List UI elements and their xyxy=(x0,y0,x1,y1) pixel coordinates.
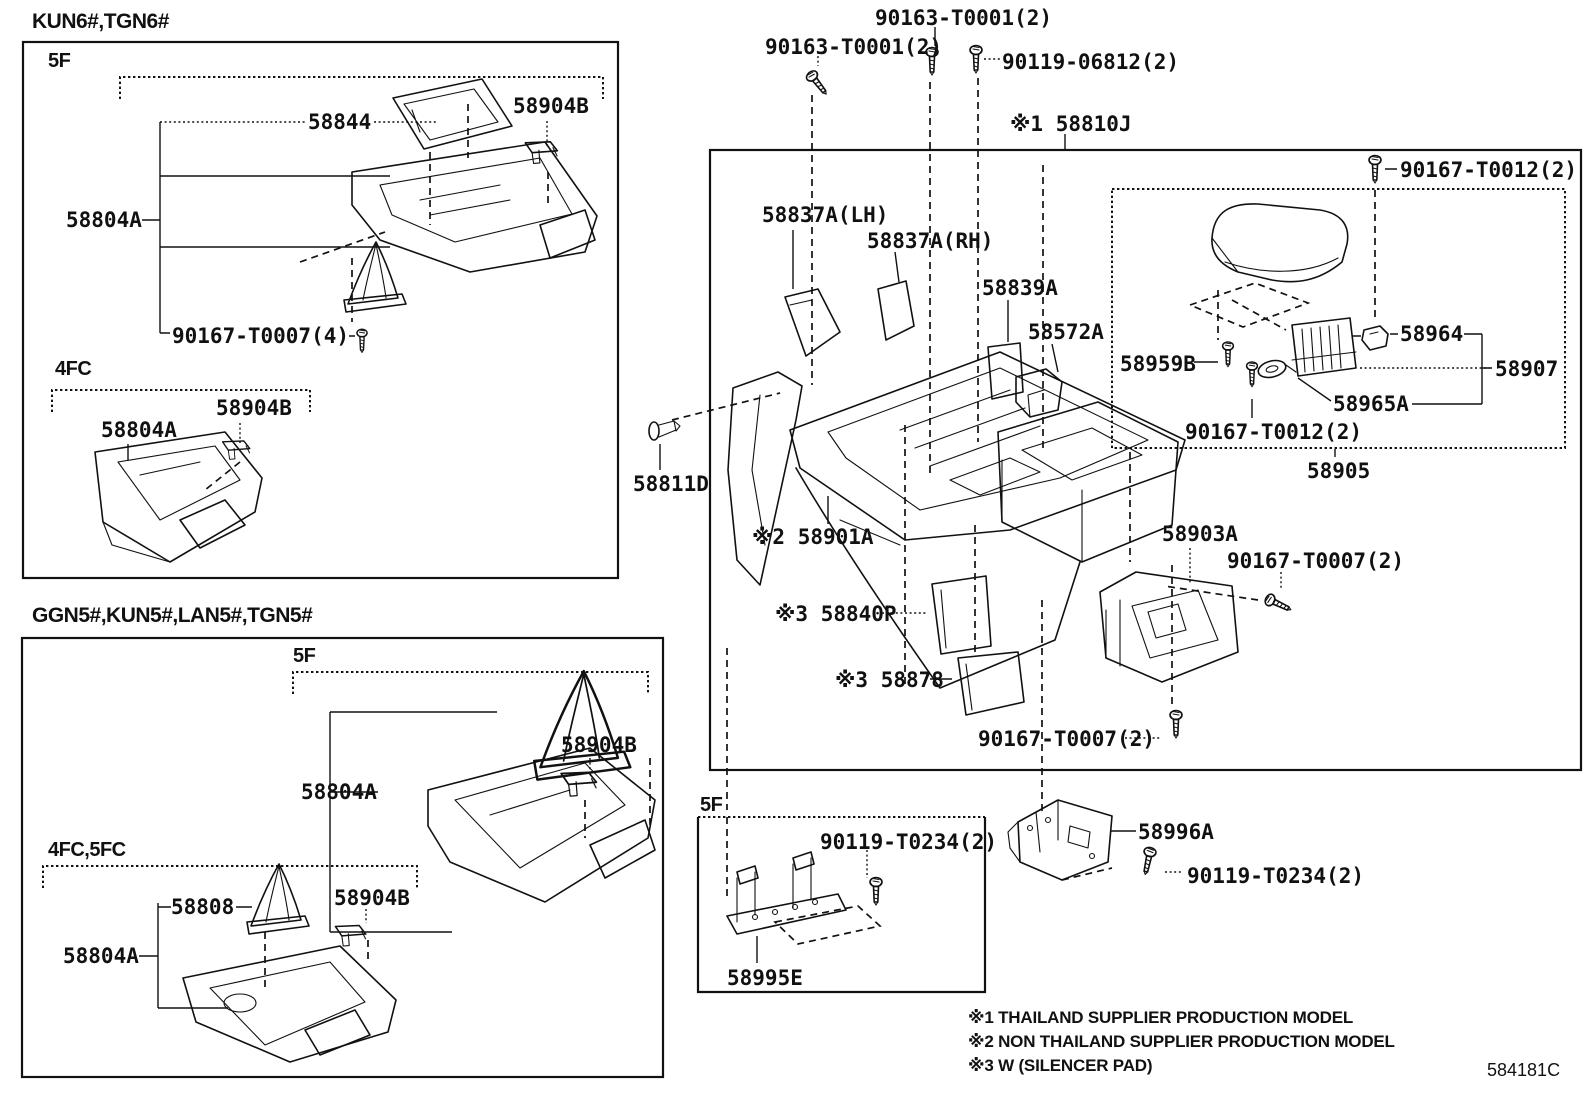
section-title-kun6: KUN6#,TGN6# xyxy=(32,10,169,33)
screw-90167-icon xyxy=(1368,154,1382,184)
dotted-leaders xyxy=(160,56,1490,923)
label-90167-t0007-4: 90167-T0007(4) xyxy=(172,324,350,348)
label-58837a-rh: 58837A(RH) xyxy=(867,229,994,253)
screw-icon xyxy=(1245,361,1259,388)
bracket-58995e-drawing xyxy=(726,851,883,945)
pad-58840p xyxy=(931,575,992,655)
armrest-cushion-58810j xyxy=(1211,203,1349,283)
label-2-58901a: ※2 58901A xyxy=(752,525,874,549)
pad-58837a-lh xyxy=(784,288,841,357)
bracket-4fc-top-left xyxy=(51,389,311,412)
clip-58904b-icon xyxy=(520,135,561,170)
pad-58878 xyxy=(957,651,1025,716)
label-90163-t0001-2: 90163-T0001(2) xyxy=(875,6,1053,30)
label-1-58810j: ※1 58810J xyxy=(1010,112,1132,136)
link-58965a xyxy=(1257,359,1297,379)
console-drawing-kun6-5f xyxy=(343,78,598,354)
label-90119-t0234-2: 90119-T0234(2) xyxy=(1187,864,1365,888)
label-58572a: 58572A xyxy=(1028,320,1104,344)
clip-58964 xyxy=(1361,325,1389,351)
screw-icon xyxy=(869,876,883,906)
dashed-lines xyxy=(204,78,1376,988)
label-90167-t0012-2: 90167-T0012(2) xyxy=(1185,420,1363,444)
label-58839a: 58839A xyxy=(982,276,1058,300)
armrest-subassembly-drawing xyxy=(1187,203,1389,388)
label-58804a: 58804A xyxy=(101,418,177,442)
lock-mechanism-58907 xyxy=(1291,317,1357,377)
pad-58839a xyxy=(987,342,1024,400)
label-58837a-lh: 58837A(LH) xyxy=(762,203,889,227)
label-58804a: 58804A xyxy=(63,944,139,968)
label-58808: 58808 xyxy=(171,895,235,919)
label-58903a: 58903A xyxy=(1162,522,1238,546)
screw-icon xyxy=(356,328,368,354)
shift-boot-icon xyxy=(246,863,310,935)
figure-code: 584181C xyxy=(1487,1060,1561,1080)
bracket-4fc5fc-bottom-left xyxy=(42,865,418,888)
label-58996a: 58996A xyxy=(1138,820,1214,844)
label-5f: 5F xyxy=(48,50,71,72)
label-4fc-5fc: 4FC,5FC xyxy=(48,839,126,861)
label-58907: 58907 xyxy=(1495,357,1559,381)
console-drawing-ggn5-5f xyxy=(427,669,656,903)
label-58804a: 58804A xyxy=(301,780,377,804)
legend-note-3: ※3 W (SILENCER PAD) xyxy=(968,1056,1153,1075)
label-58904b: 58904B xyxy=(216,396,292,420)
legend-note-1: ※1 THAILAND SUPPLIER PRODUCTION MODEL xyxy=(968,1008,1354,1027)
label-90167-t0007-2: 90167-T0007(2) xyxy=(978,727,1156,751)
label-58965a: 58965A xyxy=(1333,392,1409,416)
console-assembly-drawing xyxy=(648,280,1186,716)
bracket-58996a-drawing xyxy=(1007,799,1158,881)
label-58995e: 58995E xyxy=(727,966,803,990)
screw-90163-icon xyxy=(803,67,832,99)
frame-boxes xyxy=(20,40,1583,1079)
label-90167-t0012-2: 90167-T0012(2) xyxy=(1400,158,1578,182)
label-5f: 5F xyxy=(293,645,316,667)
part-58572a xyxy=(1015,368,1063,418)
label-58804a: 58804A xyxy=(66,208,142,232)
label-58904b: 58904B xyxy=(513,94,589,118)
legend-note-2: ※2 NON THAILAND SUPPLIER PRODUCTION MODE… xyxy=(968,1032,1395,1051)
bracket-5f-top-left xyxy=(119,76,604,99)
label-90119-06812-2: 90119-06812(2) xyxy=(1002,50,1180,74)
section-title-ggn5: GGN5#,KUN5#,LAN5#,TGN5# xyxy=(32,604,313,627)
screw-90119-icon xyxy=(969,44,983,74)
screw-90167-icon xyxy=(1169,709,1183,739)
label-58811d: 58811D xyxy=(633,472,709,496)
pin-58811d-icon xyxy=(648,420,681,441)
label-90163-t0001-2: 90163-T0001(2) xyxy=(765,35,943,59)
label-58959b: 58959B xyxy=(1120,352,1196,376)
label-58904b: 58904B xyxy=(561,733,637,757)
bracket-5f-bottom-left xyxy=(292,671,649,694)
label-3-58878: ※3 58878 xyxy=(835,668,944,692)
console-drawing-kun6-4fc xyxy=(94,431,263,563)
pad-58837a-rh xyxy=(877,280,915,341)
label-58904b: 58904B xyxy=(334,886,410,910)
label-3-58840p: ※3 58840P xyxy=(775,602,897,626)
screw-90167-icon xyxy=(1262,591,1295,616)
label-90167-t0007-2: 90167-T0007(2) xyxy=(1227,549,1405,573)
screw-icon xyxy=(1138,845,1158,877)
leader-lines xyxy=(127,27,1492,1009)
cupholder-bracket-58903a xyxy=(1099,571,1239,683)
label-58844: 58844 xyxy=(308,110,372,134)
label-4fc: 4FC xyxy=(55,358,92,380)
label-5f: 5F xyxy=(700,794,723,816)
label-58964: 58964 xyxy=(1400,322,1464,346)
label-58905: 58905 xyxy=(1307,459,1371,483)
label-90119-t0234-2: 90119-T0234(2) xyxy=(820,830,998,854)
bracket-5f-box xyxy=(696,817,987,994)
armrest-subassembly-box xyxy=(1111,188,1566,449)
screw-58959b-icon xyxy=(1221,341,1235,368)
shift-boot-icon xyxy=(343,241,407,313)
console-drawing-ggn5-4fc xyxy=(182,863,397,1063)
